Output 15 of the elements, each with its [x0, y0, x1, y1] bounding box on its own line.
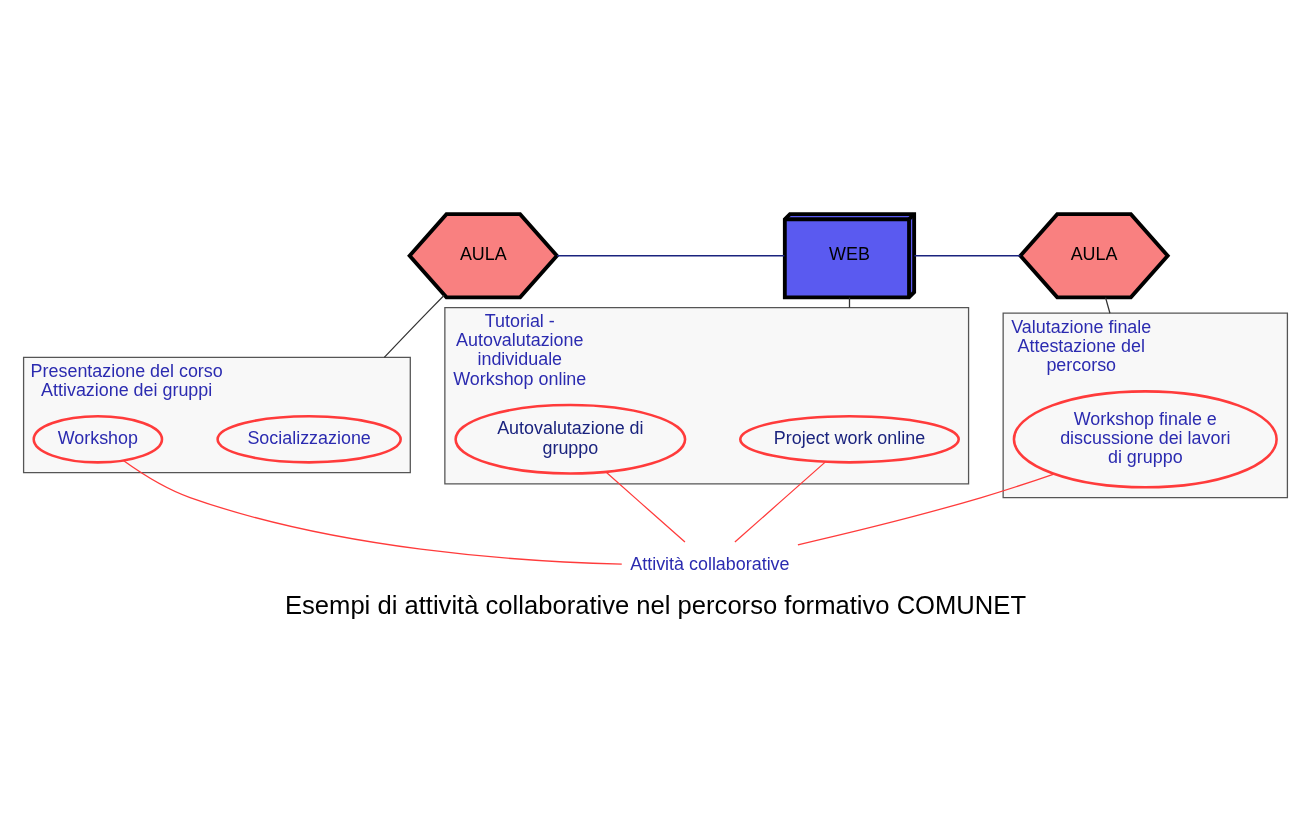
connector: [734, 461, 826, 543]
connector: [1104, 296, 1111, 314]
caption: Esempi di attività collaborative nel percorso formativo COMUNET: [284, 590, 1027, 619]
node-ellipse: Workshop finale e discussione dei lavori di gruppo: [1012, 389, 1278, 489]
node-ellipse: Project work online: [739, 414, 960, 464]
connector: [605, 470, 686, 543]
node-ellipse: Workshop: [32, 414, 164, 464]
connector: [913, 254, 1022, 256]
connector: [122, 459, 623, 565]
connector: [797, 472, 1055, 545]
connector: [383, 294, 445, 358]
node-text: Attività collaborative: [630, 553, 790, 574]
connector: [556, 254, 785, 256]
node-ellipse: Socializzazione: [216, 414, 402, 464]
node-ellipse: Autovalutazione di gruppo: [454, 403, 687, 475]
